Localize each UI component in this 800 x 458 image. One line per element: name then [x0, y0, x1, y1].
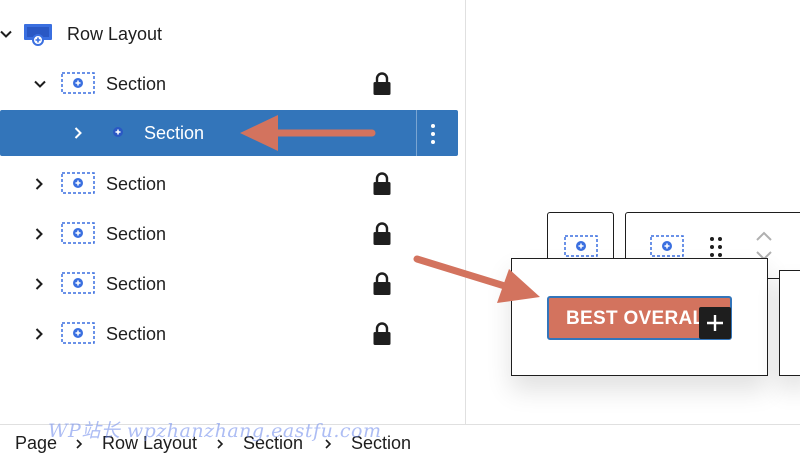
section-icon: [61, 322, 95, 344]
list-view-panel: Row Layout Section Section: [0, 0, 466, 424]
lock-icon[interactable]: [372, 171, 392, 197]
list-item-label: Section: [144, 123, 205, 143]
chevron-right-icon: [325, 439, 332, 449]
list-item-row-layout[interactable]: Row Layout: [0, 11, 458, 57]
move-up-icon[interactable]: [754, 229, 774, 243]
section-icon: [61, 222, 95, 244]
block-breadcrumb: Page Row Layout Section Section: [0, 424, 800, 458]
list-item-section-selected[interactable]: Section: [0, 110, 458, 158]
list-item-section[interactable]: Section: [0, 211, 458, 257]
chevron-right-icon: [217, 439, 224, 449]
chevron-right-icon[interactable]: [31, 276, 47, 292]
list-item-section[interactable]: Section: [0, 161, 458, 207]
section-icon[interactable]: [650, 235, 684, 257]
list-item-label: Section: [106, 74, 167, 94]
list-item-label: Row Layout: [67, 24, 163, 44]
list-item-label: Section: [106, 274, 167, 294]
chevron-down-icon[interactable]: [32, 76, 48, 92]
lock-icon[interactable]: [372, 71, 392, 97]
breadcrumb-item-page[interactable]: Page: [15, 433, 58, 453]
list-item-label: Section: [106, 174, 167, 194]
chevron-right-icon[interactable]: [31, 326, 47, 342]
chevron-right-icon[interactable]: [70, 125, 86, 141]
chevron-right-icon[interactable]: [31, 226, 47, 242]
section-icon: [61, 72, 95, 94]
list-item-section[interactable]: Section: [0, 61, 458, 107]
breadcrumb-item-section[interactable]: Section: [243, 433, 304, 453]
row-layout-icon: [24, 24, 52, 46]
chevron-right-icon[interactable]: [31, 176, 47, 192]
list-item-section[interactable]: Section: [0, 311, 458, 357]
lock-icon[interactable]: [372, 271, 392, 297]
list-item-section[interactable]: Section: [0, 261, 458, 307]
section-icon: [113, 127, 123, 137]
list-item-label: Section: [106, 224, 167, 244]
chevron-right-icon: [76, 439, 83, 449]
section-icon: [564, 235, 598, 257]
section-icon: [61, 272, 95, 294]
section-icon: [61, 172, 95, 194]
drag-handle-icon[interactable]: [708, 235, 724, 259]
plus-icon: [707, 315, 723, 331]
watermark: WP站长 wpzhanzhang.eastfu.com: [48, 420, 382, 442]
editor-canvas[interactable]: BEST OVERALL: [467, 0, 800, 424]
options-divider: [416, 110, 417, 158]
lock-icon[interactable]: [372, 221, 392, 247]
more-options-icon[interactable]: [422, 122, 444, 146]
breadcrumb-item-section-current: Section: [351, 433, 412, 453]
list-item-label: Section: [106, 324, 167, 344]
chevron-down-icon[interactable]: [0, 26, 14, 42]
lock-icon[interactable]: [372, 321, 392, 347]
add-block-button[interactable]: [699, 307, 731, 339]
button-label: BEST OVERALL: [566, 308, 717, 329]
breadcrumb-item-row-layout[interactable]: Row Layout: [102, 433, 198, 453]
section-block[interactable]: [779, 270, 800, 376]
